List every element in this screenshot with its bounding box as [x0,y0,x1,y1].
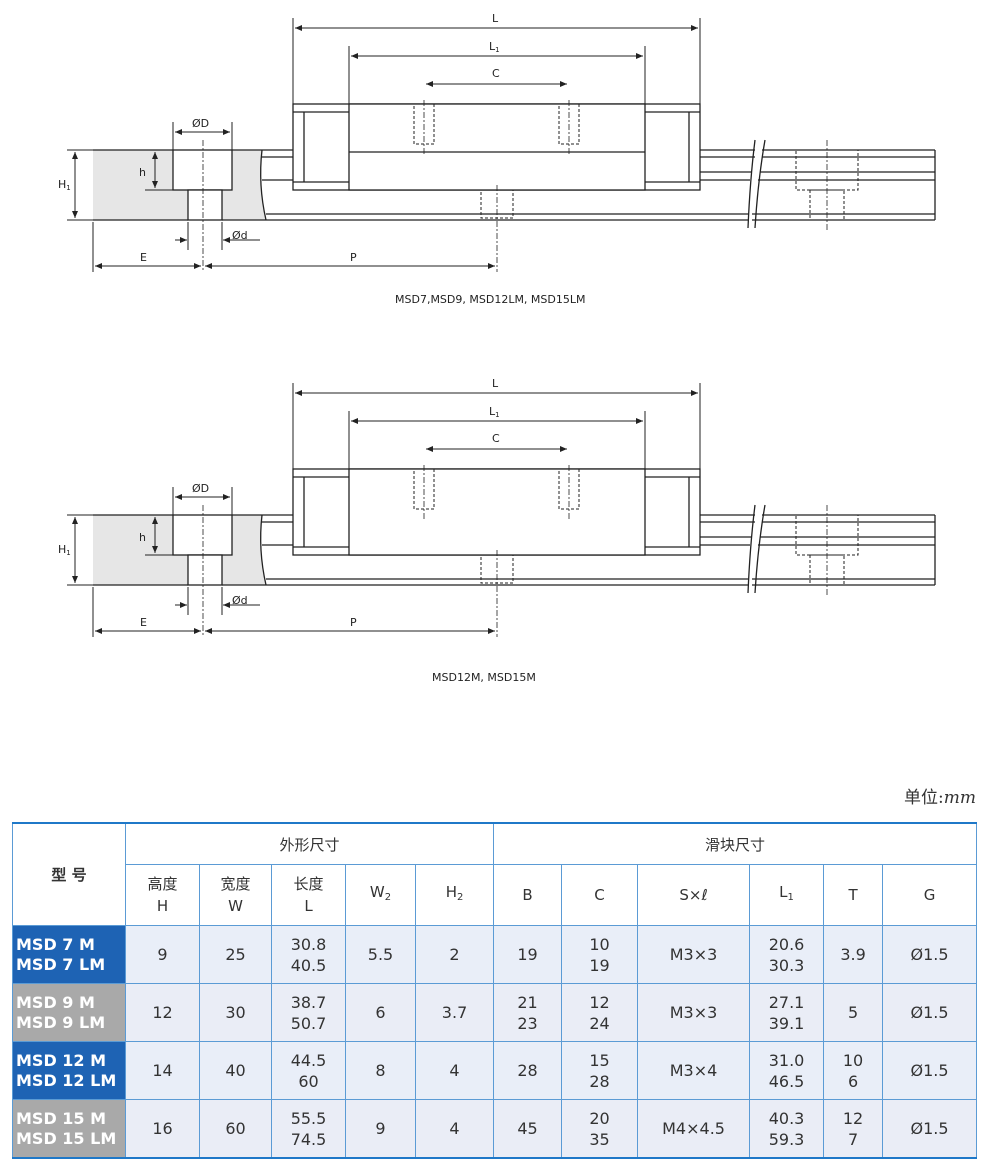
dim-L-label: L [492,12,499,25]
cell-B: 19 [493,925,563,984]
cell-H: 16 [125,1099,200,1159]
col-G: G [882,864,978,926]
col-L1: L1 [749,864,825,926]
model-header: 型 号 [12,822,126,926]
cell-W: 60 [199,1099,272,1159]
cell-W: 25 [199,925,272,984]
cell-G: Ø1.5 [882,983,978,1042]
dim-L-label: L [492,377,499,390]
col-C: C [561,864,639,926]
cell-H2: 4 [414,1041,495,1100]
dim-C-label: C [492,67,500,80]
group-slider-header: 滑块尺寸 [493,822,978,865]
cell-T: 3.9 [823,925,884,984]
dim-C-label: C [492,432,500,445]
col-T: T [823,864,884,926]
cell-H: 14 [125,1041,200,1100]
col-Sl: S×ℓ [637,864,751,926]
dim-H1-label: H1 [58,543,71,557]
dim-h-label: h [139,166,146,179]
cell-W2: 5.5 [345,925,416,984]
cell-G: Ø1.5 [882,1041,978,1100]
dim-P-label: P [350,616,357,629]
dim-L1-label: L1 [489,40,500,54]
cell-W2: 9 [345,1099,416,1159]
col-B: B [493,864,563,926]
rail-drawing-standard: L L1 C ØD h H1 Ød E P MSD7,MSD9, MSD12LM… [0,0,1000,320]
cell-W2: 6 [345,983,416,1042]
dim-OD-label: ØD [192,117,209,130]
rail-drawing-svg: L L1 C ØD h H1 Ød E P [58,12,936,272]
cell-Sl: M3×4 [637,1041,751,1100]
cell-G: Ø1.5 [882,1099,978,1159]
cell-H2: 4 [414,1099,495,1159]
cell-Sl: M3×3 [637,925,751,984]
dim-Od-label: Ød [232,229,248,242]
dim-H1-label: H1 [58,178,71,192]
dim-L1-label: L1 [489,405,500,419]
dim-h-label: h [139,531,146,544]
cell-W2: 8 [345,1041,416,1100]
dim-Od-label: Ød [232,594,248,607]
cell-H: 9 [125,925,200,984]
rail-drawing-m: L L1 C ØD h H1 Ød E P MSD12M, MSD15M [0,365,1000,695]
cell-W: 30 [199,983,272,1042]
cell-Sl: M3×3 [637,983,751,1042]
cell-H: 12 [125,983,200,1042]
dim-E-label: E [140,251,147,264]
drawing-caption: MSD7,MSD9, MSD12LM, MSD15LM [395,293,586,306]
cell-T: 5 [823,983,884,1042]
cell-Sl: M4×4.5 [637,1099,751,1159]
cell-B: 28 [493,1041,563,1100]
dim-OD-label: ØD [192,482,209,495]
col-W2: W2 [345,864,416,926]
cell-B: 45 [493,1099,563,1159]
dim-E-label: E [140,616,147,629]
cell-W: 40 [199,1041,272,1100]
rail-drawing-svg: L L1 C ØD h H1 Ød E P [58,377,936,637]
drawing-caption: MSD12M, MSD15M [432,671,536,684]
unit-label: 单位:mm [904,788,976,808]
cell-H2: 3.7 [414,983,495,1042]
dim-P-label: P [350,251,357,264]
group-outer-header: 外形尺寸 [124,822,495,865]
cell-G: Ø1.5 [882,925,978,984]
col-H2: H2 [414,864,495,926]
cell-H2: 2 [414,925,495,984]
